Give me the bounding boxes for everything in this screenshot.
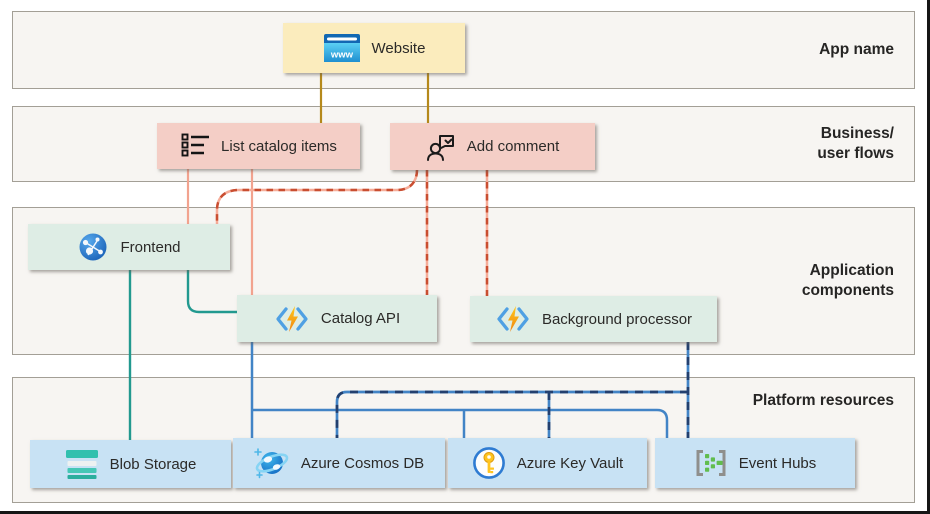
node-azure-cosmos-db: Azure Cosmos DB	[233, 438, 445, 488]
band-flows-label: Business/ user flows	[817, 124, 894, 162]
node-background-processor-label: Background processor	[541, 310, 693, 328]
node-catalog-api: Catalog API	[237, 295, 437, 342]
key-in-circle-icon	[472, 446, 506, 480]
azure-functions-icon	[495, 304, 531, 334]
node-add-comment-label: Add comment	[466, 138, 560, 155]
node-frontend: Frontend	[28, 224, 230, 270]
node-azure-cosmos-db-label: Azure Cosmos DB	[300, 454, 425, 472]
node-list-catalog-items-label: List catalog items	[221, 137, 337, 155]
person-comment-icon	[426, 132, 456, 162]
node-website-label: Website	[371, 39, 426, 57]
node-blob-storage: Blob Storage	[30, 440, 231, 488]
node-website: www Website	[283, 23, 465, 73]
globe-network-icon	[77, 231, 109, 263]
event-hubs-brackets-icon	[694, 448, 728, 478]
band-components-label: Application components	[801, 261, 894, 299]
node-catalog-api-label: Catalog API	[320, 310, 401, 327]
cosmos-db-planet-icon	[254, 446, 290, 480]
browser-www-icon: www	[323, 32, 361, 64]
storage-stack-icon	[65, 448, 99, 480]
node-azure-key-vault: Azure Key Vault	[448, 438, 647, 488]
node-event-hubs-label: Event Hubs	[738, 454, 817, 472]
node-list-catalog-items: List catalog items	[157, 123, 360, 169]
node-background-processor: Background processor	[470, 296, 717, 342]
node-azure-key-vault-label: Azure Key Vault	[516, 454, 624, 472]
band-app-name-label: App name	[819, 40, 894, 58]
bulleted-list-icon	[180, 131, 210, 161]
azure-functions-icon	[274, 304, 310, 334]
band-application-components: Application components	[12, 207, 915, 355]
node-event-hubs: Event Hubs	[655, 438, 855, 488]
node-frontend-label: Frontend	[120, 238, 181, 256]
www-text: www	[329, 50, 353, 61]
node-add-comment: Add comment	[390, 123, 595, 170]
node-blob-storage-label: Blob Storage	[109, 455, 197, 473]
band-resources-label: Platform resources	[752, 392, 894, 409]
